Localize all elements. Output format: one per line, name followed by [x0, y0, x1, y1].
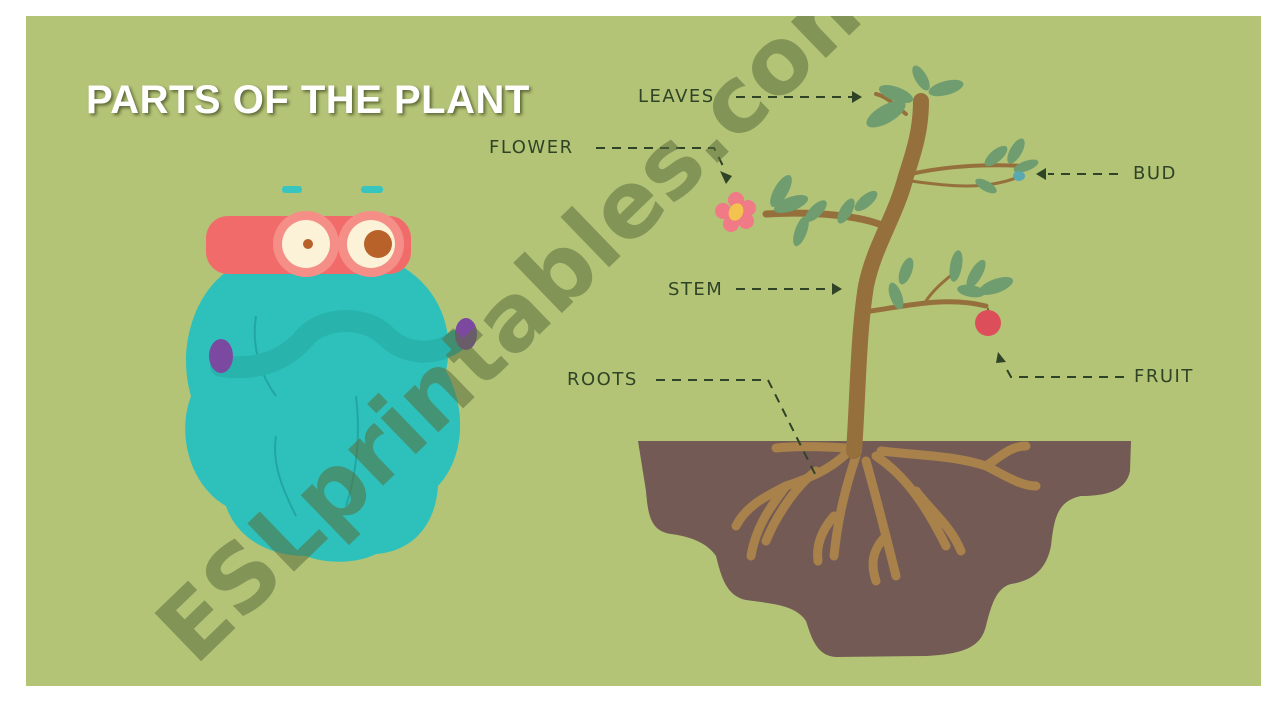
label-fruit: FRUIT: [1134, 366, 1194, 387]
illustration: [185, 65, 1131, 657]
leaves-illustration: [770, 65, 1039, 310]
label-pointers: [596, 96, 1124, 477]
label-leaves: LEAVES: [638, 86, 715, 107]
stem-illustration: [762, 92, 1028, 459]
page-title: PARTS OF THE PLANT: [86, 78, 530, 122]
label-bud: BUD: [1133, 163, 1177, 184]
soil-illustration: [638, 441, 1131, 657]
label-flower: FLOWER: [489, 137, 574, 158]
label-stem: STEM: [668, 279, 724, 300]
character-illustration: [185, 186, 477, 562]
roots-illustration: [731, 441, 1041, 586]
bud-illustration: [1013, 171, 1025, 181]
fruit-illustration: [975, 308, 1001, 336]
slide: PARTS OF THE PLANT LEAVES FLOWER BUD STE…: [26, 16, 1261, 686]
arrowheads: [720, 91, 1046, 363]
flower-illustration: [715, 192, 756, 232]
label-roots: ROOTS: [567, 369, 638, 390]
